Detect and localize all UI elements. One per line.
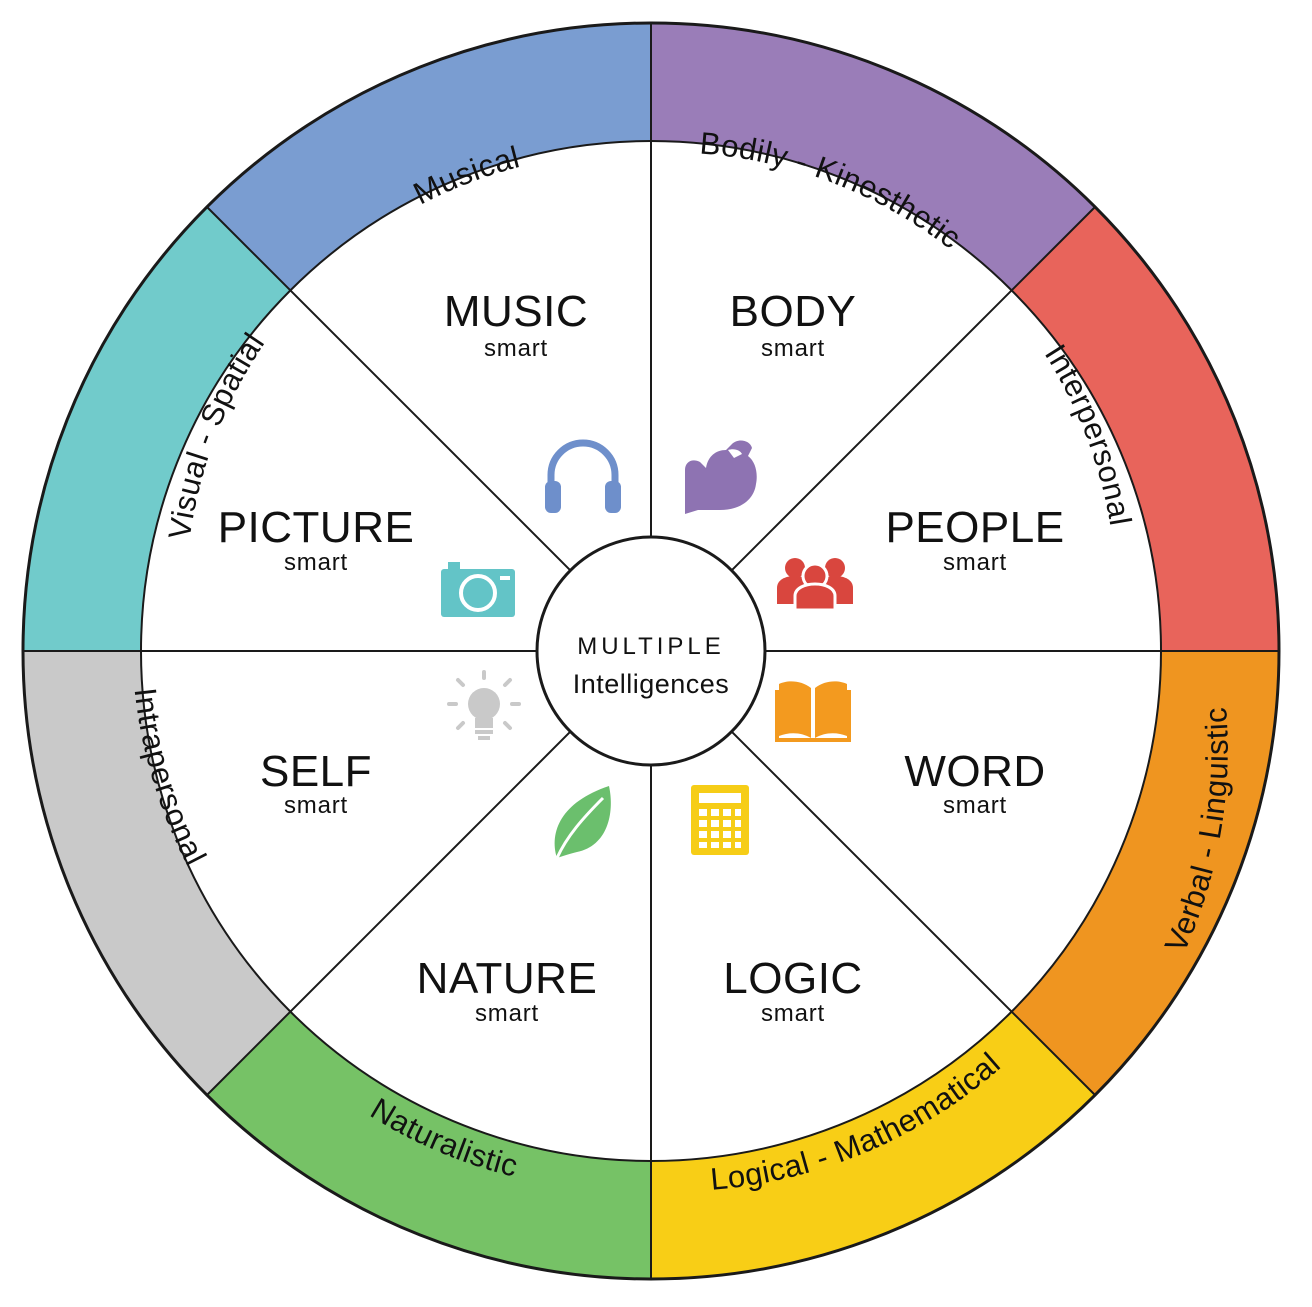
section-title-word: WORD [904,747,1045,796]
ring-segment-bodily-kinesthetic [651,23,1095,291]
group-people-icon [777,558,853,612]
section-subtitle-people: smart [943,549,1007,576]
section-subtitle-word: smart [943,792,1007,819]
section-title-body: BODY [730,287,857,336]
leaf-icon [554,786,611,859]
lightbulb-icon [447,670,521,740]
section-subtitle-body: smart [761,335,825,362]
spokes [23,23,1279,1279]
ring-segment-verbal-linguistic [1011,651,1279,1095]
camera-icon [441,562,515,617]
section-subtitle-picture: smart [284,549,348,576]
section-title-people: PEOPLE [885,503,1064,552]
calculator-icon [691,785,749,855]
ring-segment-musical [207,23,651,291]
outer-ring [23,23,1279,1279]
center-hub: MULTIPLE Intelligences [535,535,767,767]
section-title-nature: NATURE [417,954,598,1003]
section-labels: MUSIC smart BODY smart PEOPLE smart WORD… [218,287,1064,1027]
section-subtitle-music: smart [484,335,548,362]
center-title: MULTIPLE [577,633,725,660]
section-subtitle-nature: smart [475,1000,539,1027]
section-subtitle-logic: smart [761,1000,825,1027]
section-title-picture: PICTURE [218,503,415,552]
ring-segment-logical-mathematical [651,1011,1095,1279]
ring-segment-interpersonal [1011,207,1279,651]
section-subtitle-self: smart [284,792,348,819]
ring-segment-intrapersonal [23,651,291,1095]
section-title-music: MUSIC [444,287,588,336]
ring-segment-naturalistic [207,1011,651,1279]
open-book-icon [775,681,851,742]
ring-segment-visual-spatial [23,207,291,651]
section-title-self: SELF [260,747,372,796]
flexed-arm-icon [685,440,757,514]
section-title-logic: LOGIC [723,954,862,1003]
headphones-icon [545,439,621,513]
center-subtitle: Intelligences [573,669,730,699]
